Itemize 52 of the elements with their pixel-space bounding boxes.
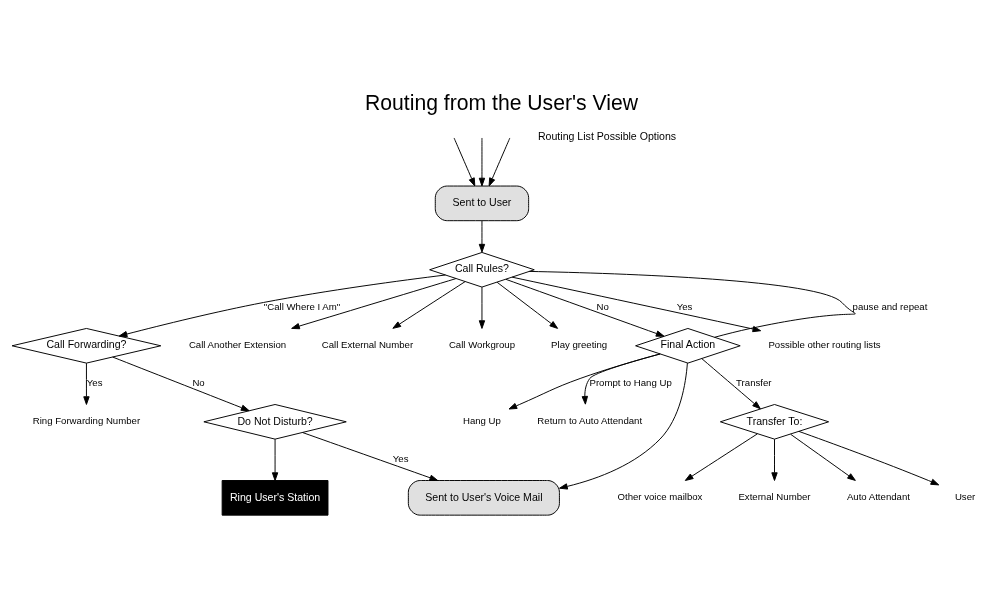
- arrow: [112, 356, 250, 411]
- node-text: Play greeting: [551, 338, 608, 350]
- edge-label: Yes: [676, 300, 693, 312]
- arrow: [392, 280, 466, 329]
- node-text: Other voice mailbox: [617, 490, 703, 502]
- arrow: [83, 362, 90, 405]
- arrow: [496, 281, 559, 329]
- arrow: [684, 432, 758, 481]
- node-text: Auto Attendant: [846, 490, 910, 502]
- arrow: [271, 438, 279, 481]
- diagram-title: Routing from the User's View: [365, 90, 638, 114]
- arrow: [581, 352, 661, 405]
- label: Routing List Possible Options: [537, 129, 677, 142]
- node-text: Call External Number: [321, 338, 414, 350]
- node-box: Sent to User: [434, 185, 530, 221]
- edge-label: No: [192, 376, 205, 388]
- node-diamond: Transfer To:: [719, 403, 830, 440]
- arrow: [771, 438, 778, 481]
- node-box: Sent to User's Voice Mail: [407, 479, 560, 516]
- node-text: Ring Forwarding Number: [32, 414, 141, 426]
- node-text: Call Another Extension: [188, 338, 287, 350]
- edge-label: pause and repeat: [852, 300, 928, 312]
- arrow: [798, 430, 940, 485]
- arrow: [508, 352, 661, 409]
- node-text: User: [954, 490, 976, 502]
- arrow: [453, 137, 476, 186]
- edge-label: Prompt to Hang Up: [589, 376, 672, 388]
- edge-label: Yes: [86, 376, 103, 388]
- arrow: [478, 286, 486, 329]
- arrow: [291, 277, 457, 329]
- node-text: Call Workgroup: [448, 338, 515, 350]
- node-text: Possible other routing lists: [768, 338, 881, 350]
- connector: [528, 270, 856, 338]
- arrow: [118, 274, 446, 337]
- arrow: [701, 357, 761, 409]
- edge-label: Yes: [392, 452, 409, 464]
- edge-label: "Call Where I Am": [263, 300, 341, 312]
- arrow: [559, 362, 688, 490]
- node-diamond: Call Rules?: [429, 251, 535, 288]
- arrow: [790, 433, 856, 481]
- edge-label: No: [596, 300, 609, 312]
- arrow: [478, 219, 486, 252]
- arrow: [302, 431, 439, 481]
- edge-label: Transfer: [736, 376, 772, 388]
- node-box: Ring User's Station: [221, 479, 329, 516]
- arrow: [478, 137, 486, 186]
- node-text: Return to Auto Attendant: [537, 414, 643, 426]
- arrow: [511, 276, 762, 332]
- arrow: [488, 137, 511, 186]
- arrow: [505, 278, 665, 337]
- node-text: External Number: [738, 490, 811, 502]
- node-text: Hang Up: [462, 414, 501, 426]
